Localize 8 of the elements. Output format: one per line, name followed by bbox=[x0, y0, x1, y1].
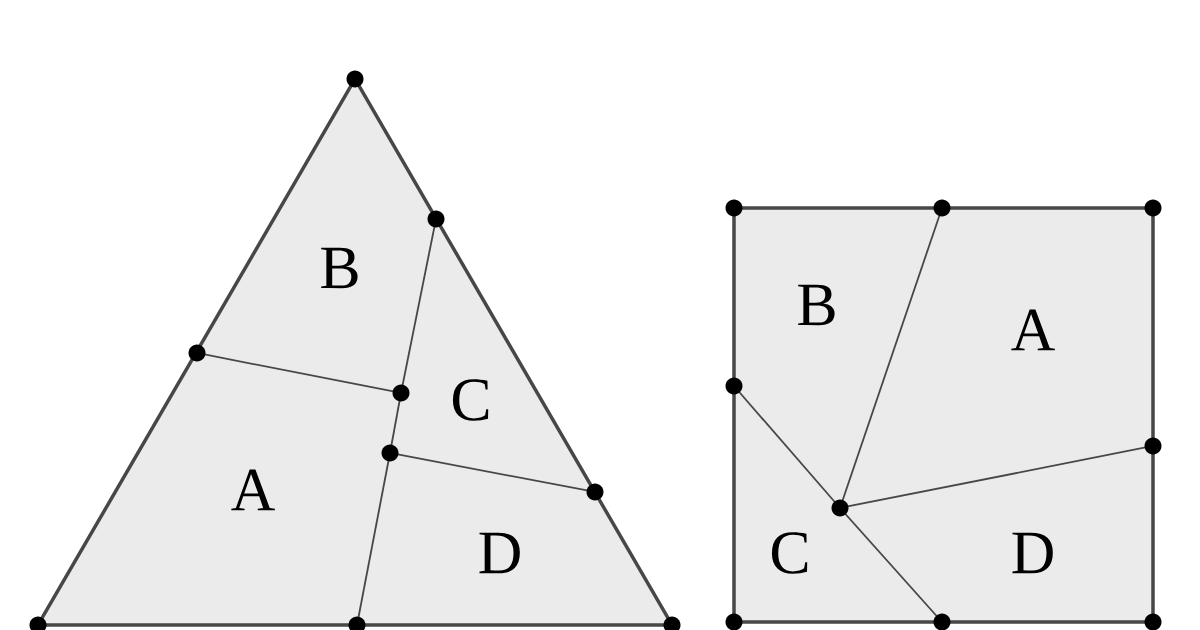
region-label: A bbox=[231, 469, 275, 511]
region-label: B bbox=[321, 247, 358, 289]
region-label: A bbox=[1011, 309, 1055, 351]
region-label: B bbox=[798, 284, 835, 326]
region-label: C bbox=[771, 532, 808, 574]
region-label: D bbox=[1012, 532, 1053, 574]
region-label: C bbox=[452, 379, 489, 421]
region-label: D bbox=[479, 532, 520, 574]
